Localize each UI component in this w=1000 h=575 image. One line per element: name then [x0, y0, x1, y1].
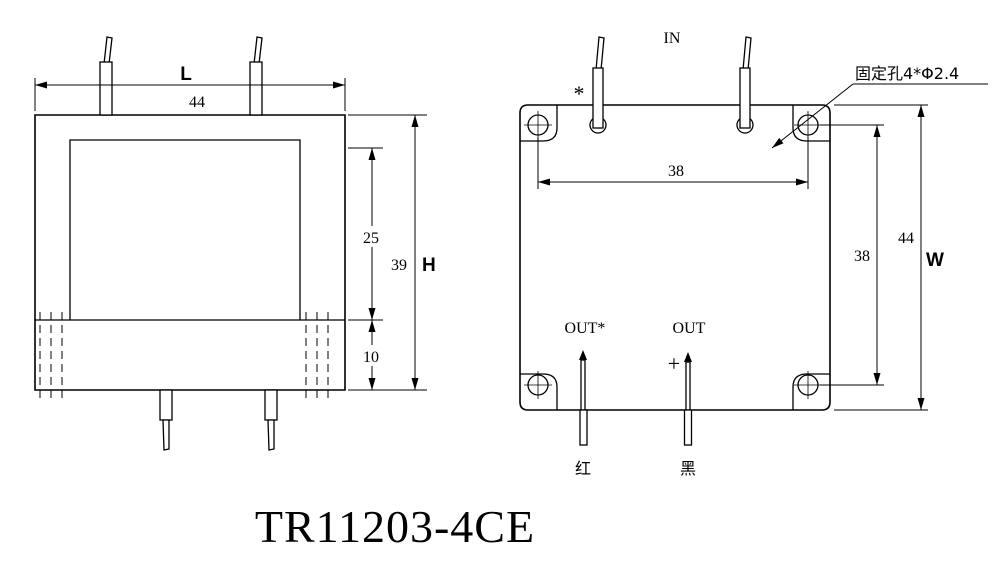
dim-25: 25	[363, 230, 379, 247]
out-pin	[683, 352, 693, 446]
front-view: L 44 25 10 39 H	[34, 36, 436, 451]
red-wire-label: 红	[575, 459, 591, 478]
bobbin-window-line	[69, 139, 301, 320]
case-outline	[519, 104, 831, 411]
dimension-hole-spacing-horizontal: 38	[537, 137, 809, 189]
pin-body	[580, 359, 586, 411]
in-pin-1	[589, 36, 607, 134]
pin-body	[739, 67, 751, 129]
dim-10: 10	[363, 349, 379, 366]
label-mask	[358, 226, 385, 247]
pin-tip	[595, 36, 605, 71]
mounting-tab-top-right	[792, 105, 830, 142]
front-top-pin-1	[99, 36, 113, 116]
leader-line	[771, 83, 854, 149]
dimension-height: 39 H	[348, 114, 436, 391]
part-number: TR11203-4CE	[255, 501, 535, 552]
hole-note-text: 固定孔4*Φ2.4	[855, 64, 959, 83]
mounting-tab-top-left	[520, 105, 558, 142]
mounting-hole-callout: 固定孔4*Φ2.4	[771, 64, 988, 149]
in-label: IN	[664, 30, 681, 47]
pin-tip	[162, 419, 170, 451]
dim-38-vertical: 38	[854, 248, 870, 265]
polarity-star-mark: *	[574, 81, 585, 106]
front-top-pin-2	[249, 36, 263, 116]
pin-body	[99, 61, 113, 116]
front-bottom-pin-1	[159, 389, 173, 451]
pin-body	[159, 389, 173, 421]
top-view: IN * + OUT* OUT 红 黑 固定孔4*Φ2.4 38 38	[519, 30, 988, 478]
dim-39: 39	[391, 257, 407, 274]
mounting-tab-bottom-right	[792, 373, 830, 410]
polarity-plus-mark: +	[668, 351, 680, 376]
dimension-case-height: 44 W	[834, 104, 944, 411]
hidden-pin-lines-right	[305, 312, 329, 398]
out-star-pin	[579, 350, 588, 446]
out-star-label: OUT*	[565, 320, 606, 337]
mounting-tab-bottom-left	[520, 373, 558, 410]
mounting-hole-top-right	[794, 111, 822, 139]
dimension-width: L 44	[34, 64, 346, 111]
dim-L-label: L	[180, 64, 192, 85]
dim-W-label: W	[926, 250, 944, 271]
pin-tip	[267, 419, 275, 451]
pin-tip	[103, 36, 113, 65]
out-label: OUT	[673, 320, 706, 337]
pin-body	[264, 389, 278, 421]
pin-lead	[683, 409, 693, 446]
label-mask	[358, 345, 385, 366]
pin-arrow	[684, 352, 692, 362]
pin-body	[592, 67, 604, 129]
pin-tip	[253, 36, 263, 65]
dim-L-value: 44	[189, 94, 205, 111]
pin-tip	[742, 36, 752, 71]
dimension-window-base: 25 10	[348, 147, 385, 390]
pin-body	[249, 61, 263, 116]
in-pin-2	[736, 36, 754, 134]
front-bottom-pin-2	[264, 389, 278, 451]
mounting-hole-top-left	[524, 111, 552, 139]
mounting-hole-bottom-left	[524, 371, 552, 399]
pin-arrow	[579, 350, 587, 360]
core-outline	[34, 114, 346, 391]
dim-H-label: H	[422, 255, 436, 276]
pin-body	[685, 361, 691, 411]
dim-44: 44	[898, 230, 914, 247]
dimension-hole-spacing-vertical: 38	[820, 124, 884, 386]
mounting-hole-bottom-right	[794, 371, 822, 399]
dim-38-horizontal: 38	[668, 163, 684, 180]
black-wire-label: 黑	[680, 459, 696, 478]
pin-lead	[579, 409, 588, 446]
hidden-pin-lines-left	[39, 312, 63, 398]
